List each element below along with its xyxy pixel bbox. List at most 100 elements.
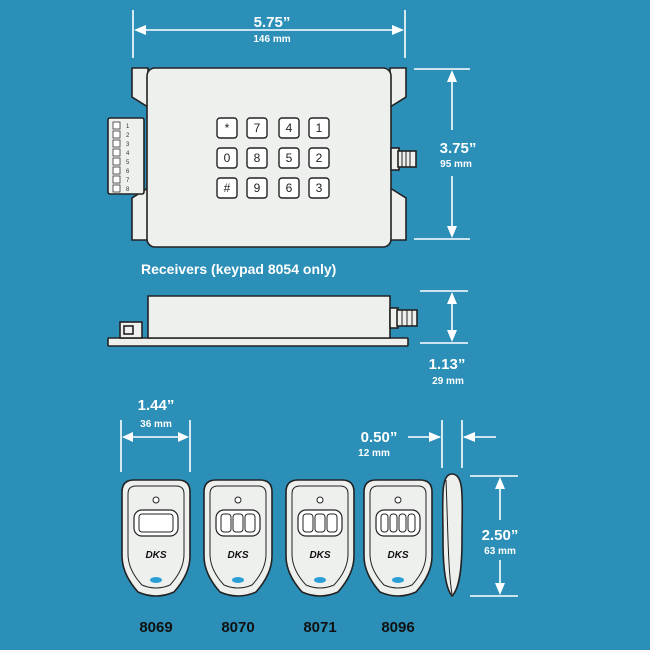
keypad-key-label: 9 (254, 181, 261, 195)
terminal-number: 5 (126, 160, 130, 166)
remote-thickness-dimension: 0.50” 12 mm (358, 420, 496, 468)
keypad-key: 7 (246, 117, 268, 139)
indicator-hole (394, 496, 402, 504)
keypad-key-label: 3 (316, 181, 323, 195)
remote-height-inches: 2.50” (482, 527, 519, 544)
brand-logo: DKS (309, 550, 330, 561)
terminal-screw (112, 166, 121, 175)
keypad-key: 5 (278, 147, 300, 169)
terminal-number: 7 (126, 178, 130, 184)
keypad-key: 9 (246, 177, 268, 199)
keypad-key-label: * (225, 121, 230, 135)
depth-inches: 1.13” (429, 356, 466, 373)
keypad-key: 1 (308, 117, 330, 139)
terminal-number: 3 (126, 142, 130, 148)
remote-button (380, 513, 389, 533)
depth-dimension: 1.13” 29 mm (420, 290, 468, 387)
remote-height-dimension: 2.50” 63 mm (470, 475, 519, 597)
remote-thickness-millimeters: 12 mm (358, 448, 390, 459)
terminal-number: 4 (126, 151, 130, 157)
keypad-key-label: 7 (254, 121, 261, 135)
side-antenna-connector (389, 307, 418, 329)
remote-8096: DKS 8096 (363, 479, 433, 636)
keypad-key: * (216, 117, 238, 139)
keypad-key-label: # (224, 181, 231, 195)
mounting-flange-top-right (389, 67, 407, 109)
keypad-key-label: 6 (286, 181, 293, 195)
indicator-hole (316, 496, 324, 504)
remote-button (314, 513, 326, 533)
terminal-screw (112, 157, 121, 166)
keypad: * 7 4 1 0 8 5 2 #9 6 3 (216, 117, 330, 199)
terminal-screw (112, 130, 121, 139)
receiver-top-view: 1 2 3 4 5 6 7 8 * 7 4 1 0 8 5 2 #9 6 3 (107, 67, 417, 248)
terminal-screw (112, 184, 121, 193)
width-inches: 5.75” (254, 14, 291, 31)
terminal-number: 2 (126, 133, 130, 139)
keypad-key-label: 8 (254, 151, 261, 165)
model-number: 8096 (381, 619, 414, 636)
brand-logo: DKS (145, 550, 166, 561)
indicator-hole (234, 496, 242, 504)
width-millimeters: 146 mm (253, 34, 290, 45)
remote-thickness-inches: 0.50” (361, 429, 398, 446)
terminal-screw (112, 175, 121, 184)
height-dimension: 3.75” 95 mm (414, 68, 477, 240)
remote-button (138, 513, 174, 533)
remote-width-dimension: 1.44” 36 mm (120, 397, 191, 472)
remote-button (326, 513, 338, 533)
keypad-key: 2 (308, 147, 330, 169)
remote-height-millimeters: 63 mm (484, 546, 516, 557)
keypad-key-label: 5 (286, 151, 293, 165)
mounting-flange-bottom-right (389, 186, 407, 241)
remote-button (398, 513, 407, 533)
keyring-hole (392, 577, 404, 583)
keypad-key-label: 2 (316, 151, 323, 165)
brand-logo: DKS (387, 550, 408, 561)
remote-side-profile (441, 473, 464, 598)
depth-millimeters: 29 mm (432, 376, 464, 387)
terminal-screw (112, 121, 121, 130)
terminal-number: 8 (126, 187, 130, 193)
keyring-hole (232, 577, 244, 583)
keypad-key: 4 (278, 117, 300, 139)
remote-button (407, 513, 416, 533)
terminal-number: 1 (126, 124, 130, 130)
terminal-block: 1 2 3 4 5 6 7 8 (107, 117, 145, 195)
antenna-connector (390, 147, 417, 171)
keypad-key: 6 (278, 177, 300, 199)
remote-button (244, 513, 256, 533)
receiver-caption: Receivers (keypad 8054 only) (141, 261, 336, 277)
remote-button (302, 513, 314, 533)
mounting-flange-bottom-left (131, 186, 149, 241)
brand-logo: DKS (227, 550, 248, 561)
keyring-hole (150, 577, 162, 583)
remote-width-inches: 1.44” (138, 397, 175, 414)
remote-button (220, 513, 232, 533)
model-number: 8070 (221, 619, 254, 636)
remote-8070: DKS 8070 (203, 479, 273, 636)
receiver-side-view (107, 295, 418, 347)
mounting-flange-top-left (131, 67, 149, 109)
keypad-key-label: 4 (286, 121, 293, 135)
remote-8071: DKS 8071 (285, 479, 355, 636)
model-number: 8071 (303, 619, 336, 636)
terminal-number: 6 (126, 169, 130, 175)
keypad-key: 8 (246, 147, 268, 169)
side-terminal (119, 321, 143, 339)
remote-width-millimeters: 36 mm (140, 419, 172, 430)
terminal-screw (112, 139, 121, 148)
keyring-hole (314, 577, 326, 583)
keypad-key-label: 1 (316, 121, 323, 135)
keypad-key-label: 0 (224, 151, 231, 165)
keypad-key: 3 (308, 177, 330, 199)
height-inches: 3.75” (440, 140, 477, 157)
remote-button (232, 513, 244, 533)
receiver-body (146, 67, 392, 248)
width-dimension: 5.75” 146 mm (132, 10, 406, 58)
keypad-key: # (216, 177, 238, 199)
remote-button (389, 513, 398, 533)
